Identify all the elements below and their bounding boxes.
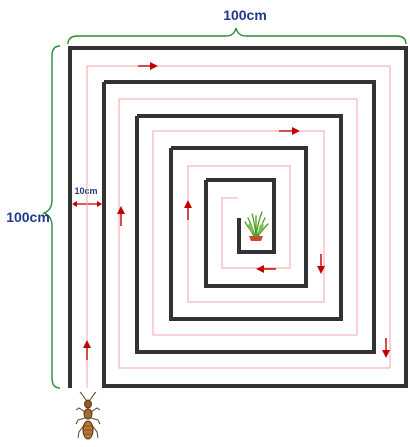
arrow-right-mid [279,127,300,135]
left-height-label: 100cm [6,209,50,225]
arrow-up-start [83,340,91,360]
direction-arrows [83,62,390,360]
wall-ring-5 [206,178,276,254]
left-brace [42,45,61,389]
wall-ring-3 [137,114,343,321]
wall-ring-1 [68,46,408,388]
corridor-width-label: 10cm [74,186,97,196]
top-brace [67,27,407,45]
wall-ring-2 [104,80,376,354]
arrow-up-left-inner [117,206,125,226]
arrow-up-inner [184,200,192,220]
arrow-down-mid [317,254,325,274]
ant-insect-icon [75,391,101,440]
grass-plant-icon [244,211,269,241]
arrow-down-right [382,338,390,358]
arrow-right-top [138,62,158,70]
wall-ring-4 [171,146,308,288]
walking-path [86,65,391,388]
maze-walls [68,46,408,388]
arrow-left-inner [256,265,276,273]
top-width-label: 100cm [223,7,267,23]
